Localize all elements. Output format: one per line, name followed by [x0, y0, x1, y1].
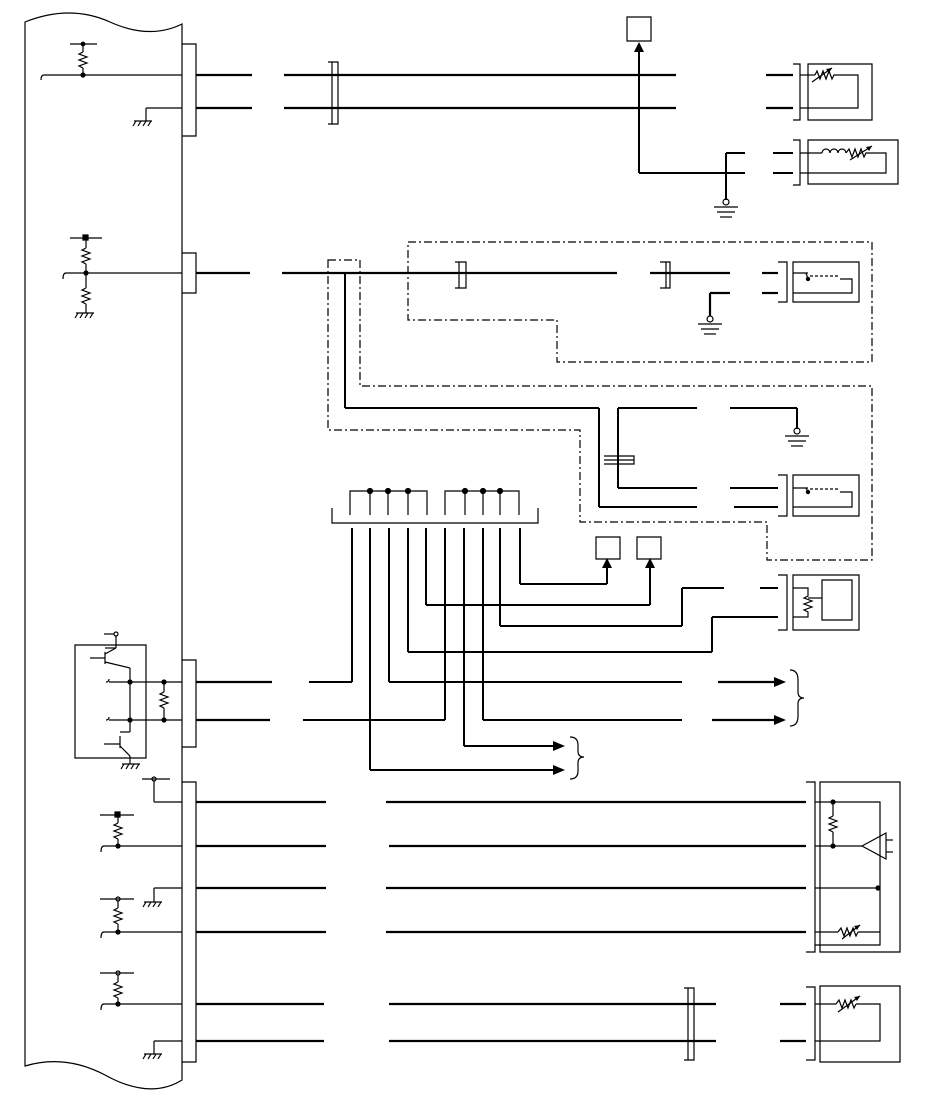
arrow-output-2	[774, 715, 786, 725]
wire-switch-signal	[196, 273, 778, 316]
brace-right-2	[570, 737, 584, 779]
wire-sensor-amp	[196, 802, 806, 932]
switch-2	[778, 475, 859, 516]
wire-driver-outputs	[196, 682, 776, 720]
ground-symbol-1	[714, 199, 738, 217]
internal-pullup-circuit-5	[100, 971, 182, 1059]
arrow-up-to-module	[634, 42, 644, 52]
switch-1	[778, 262, 859, 302]
inline-connector-1	[328, 62, 338, 124]
inline-connector-3	[660, 262, 670, 288]
inline-connector-5	[684, 988, 694, 1060]
control-module-body	[25, 13, 182, 1089]
arrow-output-1	[774, 677, 786, 687]
sensor-1-variable-resistor	[793, 64, 872, 120]
sensor-5-variable-resistor	[806, 986, 900, 1062]
joint-connector-wires	[303, 528, 778, 770]
internal-driver-circuit	[75, 632, 182, 769]
joint-connector	[332, 489, 538, 524]
sensor-with-amplifier	[806, 782, 900, 952]
wire-bottom-sensor	[196, 1004, 806, 1041]
module-connector-brackets	[182, 44, 196, 1062]
sensor-2-coil-resistor	[773, 140, 898, 185]
arrow-to-box-a	[602, 558, 612, 568]
reference-box-a	[596, 537, 620, 559]
ground-symbol-3	[785, 428, 809, 446]
internal-supply-circuits	[100, 777, 182, 938]
internal-pullup-circuit-2	[63, 235, 182, 318]
arrow-output-4	[553, 765, 565, 775]
ground-symbol-2	[698, 316, 722, 334]
inline-connector-2	[455, 262, 466, 288]
reference-box-b	[637, 537, 661, 559]
optional-equipment-boundary-1	[408, 242, 872, 362]
arrow-output-3	[553, 741, 565, 751]
inline-connector-4	[604, 456, 634, 464]
internal-pullup-circuit-1	[41, 42, 182, 126]
wire-branch-down	[345, 273, 797, 507]
top-reference-box	[627, 17, 651, 41]
optional-equipment-boundary-2	[328, 260, 872, 560]
resistor-device	[760, 575, 859, 630]
wire-sensor1-signal	[196, 75, 793, 108]
brace-right-1	[790, 670, 804, 726]
arrow-to-box-b	[645, 558, 655, 568]
branch-to-top-module	[639, 50, 745, 200]
